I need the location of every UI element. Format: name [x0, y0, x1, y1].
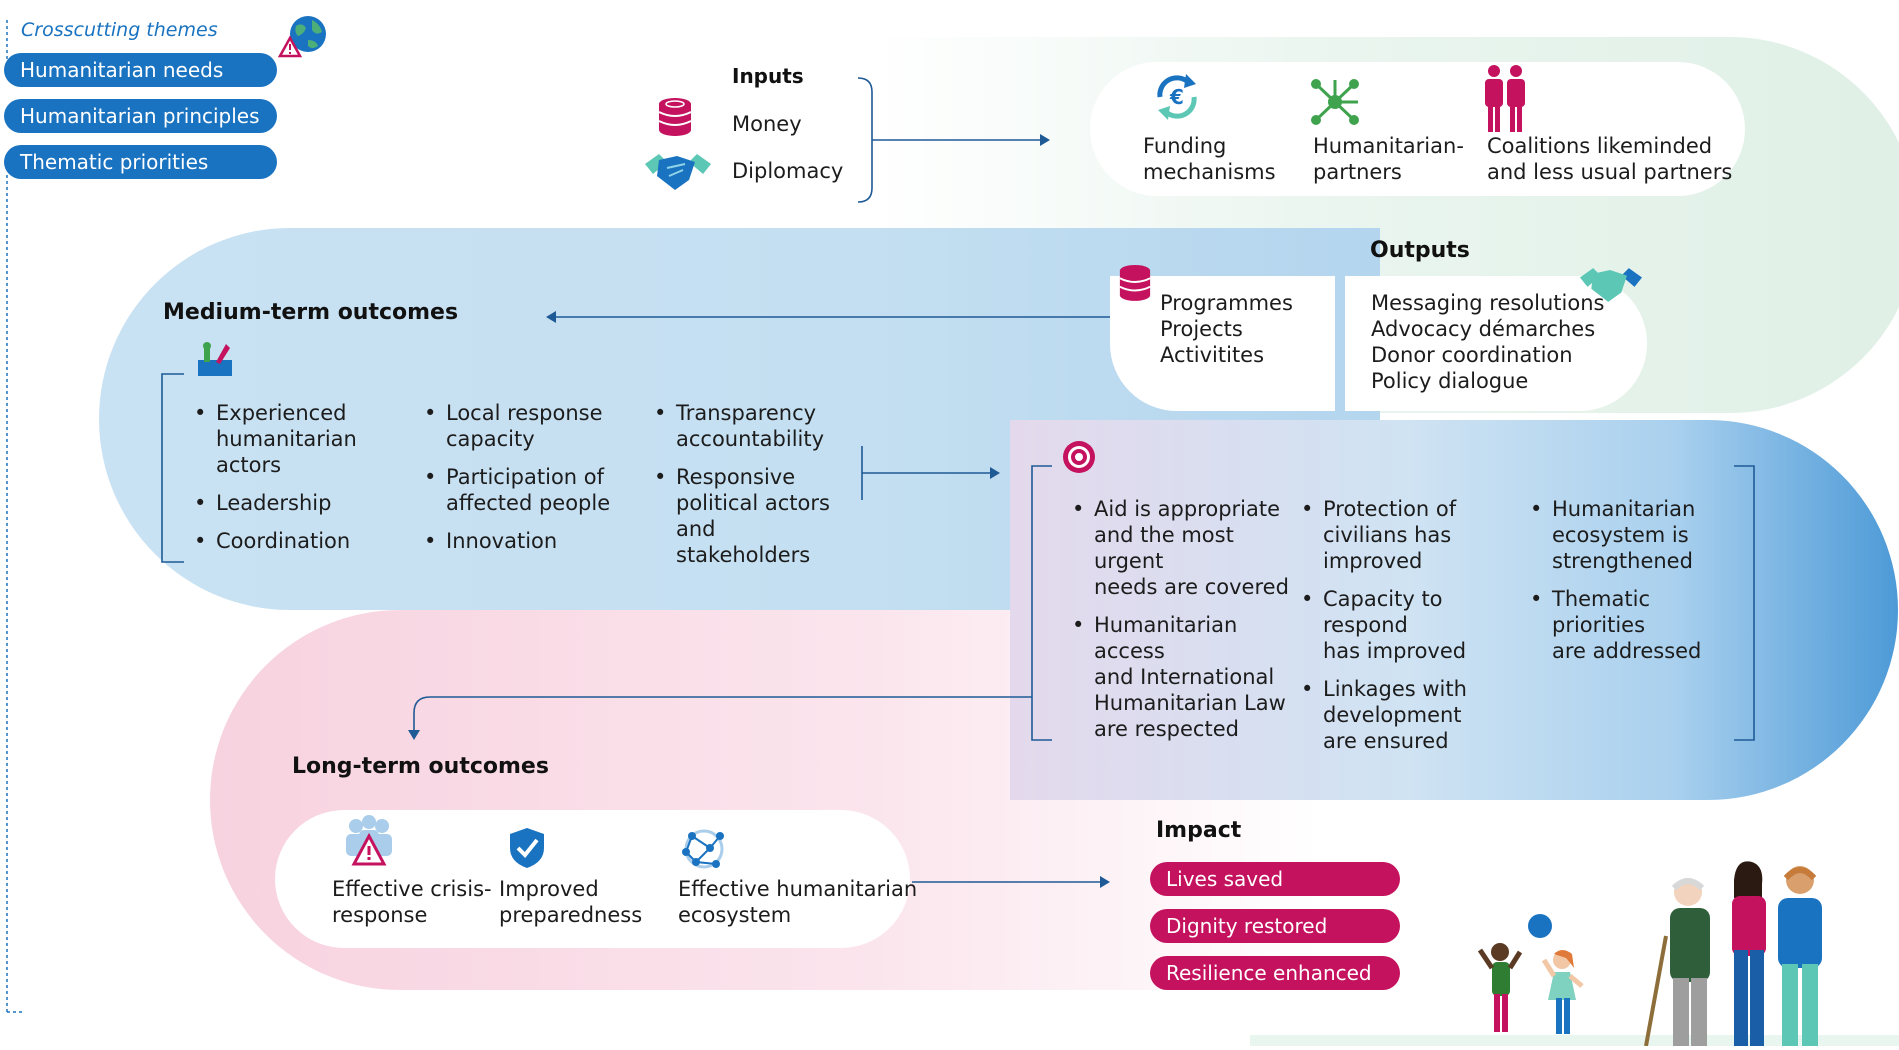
globe-warning-icon: [277, 14, 328, 60]
output-policy: Policy dialogue: [1371, 369, 1529, 393]
inputs-title: Inputs: [732, 64, 804, 88]
channel-partners-line1: Humanitarian-: [1313, 134, 1464, 158]
people-pair-icon: [1483, 64, 1527, 132]
input-channels-card: [1090, 62, 1745, 196]
impact-lives-saved: Lives saved: [1150, 862, 1400, 896]
impact-title: Impact: [1156, 818, 1242, 843]
medium-term-title: Medium-term outcomes: [163, 300, 459, 325]
long-preparedness-line1: Improved: [499, 877, 599, 901]
long-crisis-line1: Effective crisis-: [332, 877, 492, 901]
output-projects: Projects: [1160, 317, 1243, 341]
coin-stack-icon: [657, 96, 693, 136]
crosscutting-pill-principles: Humanitarian principles: [4, 99, 277, 133]
outputs-left-card: [1110, 276, 1335, 411]
network-icon: [1308, 76, 1362, 128]
output-programmes: Programmes: [1160, 291, 1293, 315]
impact-dignity-restored: Dignity restored: [1150, 909, 1400, 943]
long-crisis-line2: response: [332, 903, 428, 927]
long-ecosystem-line2: ecosystem: [678, 903, 792, 927]
output-advocacy: Advocacy démarches: [1371, 317, 1596, 341]
toolbox-icon: [196, 340, 234, 378]
output-activities: Activitites: [1160, 343, 1265, 367]
network-globe-icon: [680, 826, 728, 872]
outputs-title: Outputs: [1370, 238, 1470, 263]
long-preparedness-line2: preparedness: [499, 903, 643, 927]
target-icon: [1062, 440, 1096, 474]
people-illustration: [1470, 800, 1850, 1047]
shield-check-icon: [508, 826, 546, 870]
output-donor: Donor coordination: [1371, 343, 1573, 367]
channel-coalitions-line2: and less usual partners: [1487, 160, 1733, 184]
crosscutting-pill-needs: Humanitarian needs: [4, 53, 277, 87]
channel-funding-line2: mechanisms: [1143, 160, 1276, 184]
outputs-handshake-icon: [1580, 264, 1642, 306]
channel-funding-line1: Funding: [1143, 134, 1227, 158]
channel-partners-line2: partners: [1313, 160, 1402, 184]
channel-coalitions-line1: Coalitions likeminded: [1487, 134, 1713, 158]
medium-item: Coordination: [190, 528, 420, 554]
svg-text:€: €: [1169, 85, 1184, 109]
output-messaging: Messaging resolutions: [1371, 291, 1605, 315]
medium-item: Innovation: [420, 528, 650, 554]
medium-item: Leadership: [190, 490, 420, 516]
long-ecosystem-line1: Effective humanitarian: [678, 877, 918, 901]
long-term-card: [275, 810, 910, 948]
input-money-label: Money: [732, 112, 802, 136]
handshake-icon: [645, 150, 711, 194]
impact-resilience-enhanced: Resilience enhanced: [1150, 956, 1400, 990]
euro-cycle-icon: €: [1150, 70, 1204, 124]
outputs-coin-stack-icon: [1118, 262, 1152, 302]
outputs-right-card: [1345, 276, 1647, 411]
input-diplomacy-label: Diplomacy: [732, 159, 844, 183]
crosscutting-title: Crosscutting themes: [21, 19, 218, 41]
long-term-title: Long-term outcomes: [292, 754, 549, 779]
crosscutting-pill-priorities: Thematic priorities: [4, 145, 277, 179]
crisis-warning-icon: [340, 814, 398, 868]
